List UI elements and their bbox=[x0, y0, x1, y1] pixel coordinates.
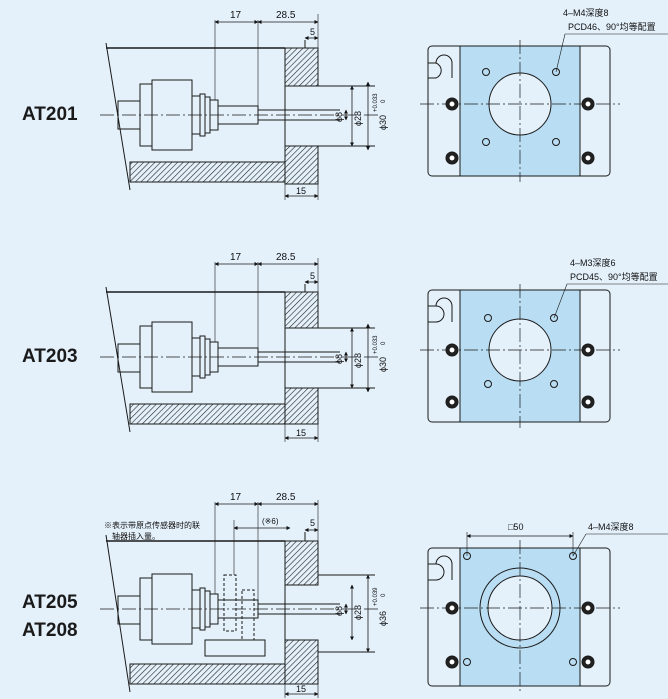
note-thread: 4–M4深度8 bbox=[588, 521, 634, 532]
note-at201: 4–M4深度8 PCD46、90°均等配置 bbox=[555, 7, 668, 73]
model-label-at205: AT205 bbox=[22, 592, 78, 613]
holes-at205 bbox=[445, 552, 595, 669]
front-view-at205 bbox=[420, 532, 620, 692]
dim-phi30: ϕ30 bbox=[378, 115, 388, 130]
dim-phi8: ϕ8 bbox=[334, 354, 344, 364]
side-view-at201 bbox=[100, 14, 380, 200]
model-label-at203: AT203 bbox=[22, 346, 78, 367]
dim-5: 5 bbox=[310, 271, 315, 281]
dim-phi36: ϕ36 bbox=[378, 611, 388, 626]
holes-at203 bbox=[445, 314, 595, 409]
dimensions-at205: 17 28.5 (※6) 5 15 ϕ8 ϕ28 ϕ36 +0.039 0 bbox=[230, 492, 388, 694]
dim-tol-bot: 0 bbox=[381, 341, 387, 345]
note-thread: 4–M3深度6 bbox=[570, 257, 616, 268]
dim-phi30: ϕ30 bbox=[378, 357, 388, 372]
dim-15: 15 bbox=[296, 684, 306, 694]
dim-5: 5 bbox=[310, 518, 315, 528]
dim-tol-bot: 0 bbox=[381, 593, 387, 597]
dim-star6: (※6) bbox=[262, 517, 279, 526]
note-pcd: PCD45、90°均等配置 bbox=[570, 271, 658, 282]
dim-28-5: 28.5 bbox=[276, 252, 296, 263]
note-at205: □50 4–M4深度8 bbox=[508, 521, 668, 557]
front-view-at203 bbox=[420, 284, 620, 428]
dim-28-5: 28.5 bbox=[276, 10, 296, 21]
dim-tol-bot: 0 bbox=[381, 99, 387, 103]
remark-line-2: 轴器插入量。 bbox=[112, 531, 160, 541]
remark-line-1: ※表示带原点传感器时的联 bbox=[104, 520, 200, 530]
dim-17: 17 bbox=[230, 252, 242, 263]
square-dim: □50 bbox=[508, 522, 523, 532]
dim-phi28: ϕ28 bbox=[353, 111, 363, 126]
model-label-at201: AT201 bbox=[22, 104, 78, 125]
dimensions-at201: 17 28.5 5 15 ϕ8 ϕ28 ϕ30 +0.033 0 bbox=[230, 10, 388, 196]
dim-28-5: 28.5 bbox=[276, 492, 296, 503]
dim-15: 15 bbox=[296, 186, 306, 196]
note-pcd: PCD46、90°均等配置 bbox=[568, 21, 656, 32]
side-view-at205 bbox=[100, 500, 380, 698]
dim-15: 15 bbox=[296, 428, 306, 438]
dim-phi8: ϕ8 bbox=[334, 112, 344, 122]
dim-phi28: ϕ28 bbox=[353, 605, 363, 620]
dim-tol-top: +0.033 bbox=[373, 335, 379, 354]
dim-tol-top: +0.039 bbox=[373, 587, 379, 606]
dimensions-at203: 17 28.5 5 15 ϕ8 ϕ28 ϕ30 +0.033 0 bbox=[230, 252, 388, 438]
dim-17: 17 bbox=[230, 492, 242, 503]
dim-17: 17 bbox=[230, 10, 242, 21]
note-thread: 4–M4深度8 bbox=[563, 7, 609, 18]
dim-5: 5 bbox=[310, 27, 315, 37]
holes-at201 bbox=[445, 68, 595, 165]
dim-phi8: ϕ8 bbox=[334, 606, 344, 616]
model-label-at208: AT208 bbox=[22, 620, 78, 641]
side-view-at203 bbox=[100, 258, 380, 442]
dim-phi28: ϕ28 bbox=[353, 353, 363, 368]
note-at203: 4–M3深度6 PCD45、90°均等配置 bbox=[553, 257, 668, 319]
front-view-at201 bbox=[420, 40, 620, 182]
dim-tol-top: +0.033 bbox=[373, 93, 379, 112]
remark-at205: ※表示带原点传感器时的联 轴器插入量。 bbox=[104, 520, 200, 541]
